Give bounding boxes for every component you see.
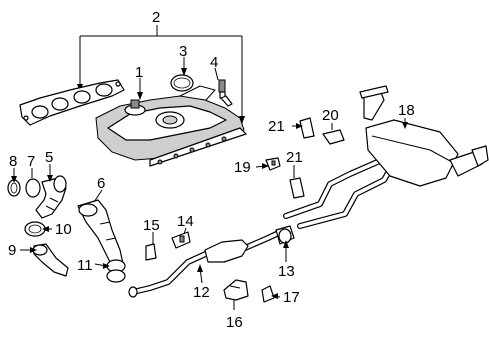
callout-21-lower: 21	[286, 149, 303, 166]
rear-muffler-assembly	[283, 85, 489, 229]
hanger-21-lower	[289, 177, 305, 199]
callout-14: 14	[177, 213, 194, 230]
manifold-gasket-strip	[149, 127, 247, 167]
callout-21-upper: 21	[268, 118, 285, 135]
callout-1: 1	[135, 64, 143, 81]
callout-7: 7	[27, 153, 35, 170]
callout-16: 16	[226, 314, 243, 331]
flex-pipe-5	[35, 175, 67, 219]
oxygen-sensor	[218, 79, 233, 107]
callout-8: 8	[9, 153, 17, 170]
flange-11	[106, 259, 126, 283]
heat-shield-16	[223, 279, 249, 301]
hanger-15	[145, 243, 157, 261]
callout-4: 4	[210, 54, 218, 71]
pipe-9	[32, 243, 69, 277]
callout-20: 20	[322, 107, 339, 124]
clamp-13	[275, 225, 295, 245]
callout-9: 9	[8, 242, 16, 259]
callout-17: 17	[283, 289, 300, 306]
callout-10: 10	[55, 221, 72, 238]
callout-3: 3	[179, 43, 187, 60]
callout-5: 5	[45, 149, 53, 166]
callout-12: 12	[193, 284, 210, 301]
callout-15: 15	[143, 217, 160, 234]
callout-13: 13	[278, 263, 295, 280]
callout-19: 19	[234, 159, 251, 176]
bracket-19	[265, 157, 281, 171]
callout-18: 18	[398, 102, 415, 119]
bracket-14	[171, 231, 191, 249]
damper-20	[322, 129, 345, 145]
manifold-gasket	[19, 79, 125, 126]
gasket-7	[25, 178, 41, 198]
ring-gasket	[170, 74, 194, 92]
callout-2: 2	[152, 9, 160, 26]
hanger-17	[261, 285, 275, 303]
catalytic-converter-6	[77, 199, 125, 275]
hanger-21-upper	[299, 117, 315, 139]
callout-6: 6	[97, 175, 105, 192]
leader-lines	[11, 57, 408, 310]
callout-11: 11	[77, 257, 93, 274]
